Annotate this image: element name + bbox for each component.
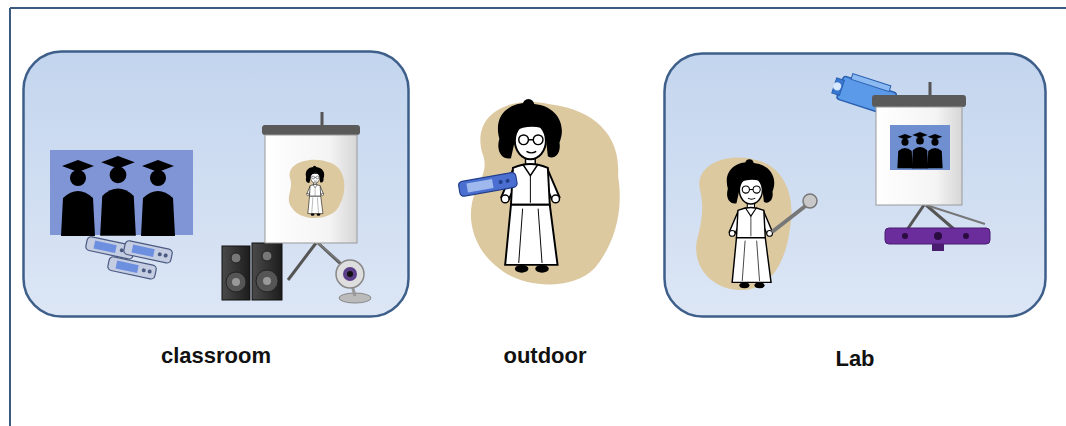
frame-line bbox=[10, 8, 1066, 426]
panel-box bbox=[22, 50, 410, 318]
panel-label: Lab bbox=[663, 346, 1047, 372]
panel-label: classroom bbox=[22, 343, 410, 369]
panel-outline bbox=[665, 54, 1046, 317]
ground-blob-shape bbox=[471, 102, 620, 285]
panel-outline bbox=[24, 52, 409, 317]
ground-blob bbox=[462, 92, 628, 292]
panel-node: classroom bbox=[22, 50, 410, 373]
panel-node: outdoor bbox=[462, 92, 628, 373]
outdoor-teacher bbox=[458, 99, 562, 273]
graduates-photo bbox=[50, 150, 193, 236]
panel-label: outdoor bbox=[462, 343, 628, 369]
panel-box bbox=[663, 52, 1047, 318]
speakers bbox=[222, 243, 282, 300]
panel-node: Lab bbox=[663, 52, 1047, 376]
